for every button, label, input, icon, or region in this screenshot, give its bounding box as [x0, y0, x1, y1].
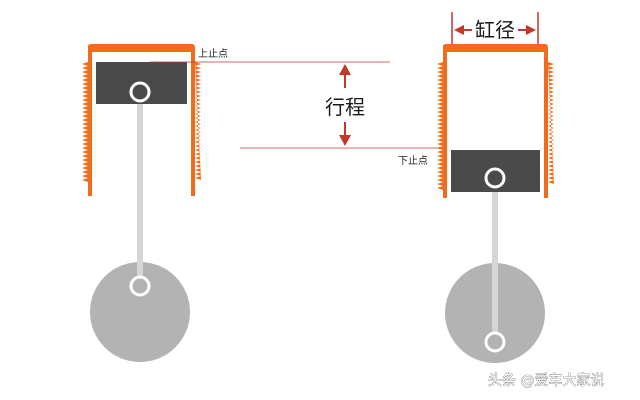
right-crank-pin — [484, 331, 506, 353]
right-cylinder — [437, 44, 554, 198]
stroke-arrow — [339, 64, 351, 146]
right-piston-pin — [484, 167, 506, 189]
left-piston-pin — [129, 81, 151, 103]
stroke-label: 行程 — [325, 95, 365, 119]
bore-arrow — [451, 12, 539, 44]
right-engine — [437, 44, 554, 363]
watermark-text: 头条 @爱车大家说 — [488, 372, 604, 389]
tdc-label: 上止点 — [198, 48, 228, 60]
bore-label: 缸径 — [475, 18, 515, 42]
left-crank-pin — [129, 275, 151, 297]
left-connecting-rod — [137, 92, 143, 288]
left-crank-wheel — [90, 262, 190, 362]
right-connecting-rod — [492, 178, 498, 344]
left-engine — [82, 44, 201, 362]
bdc-label: 下止点 — [398, 155, 428, 167]
left-cylinder — [82, 44, 201, 196]
